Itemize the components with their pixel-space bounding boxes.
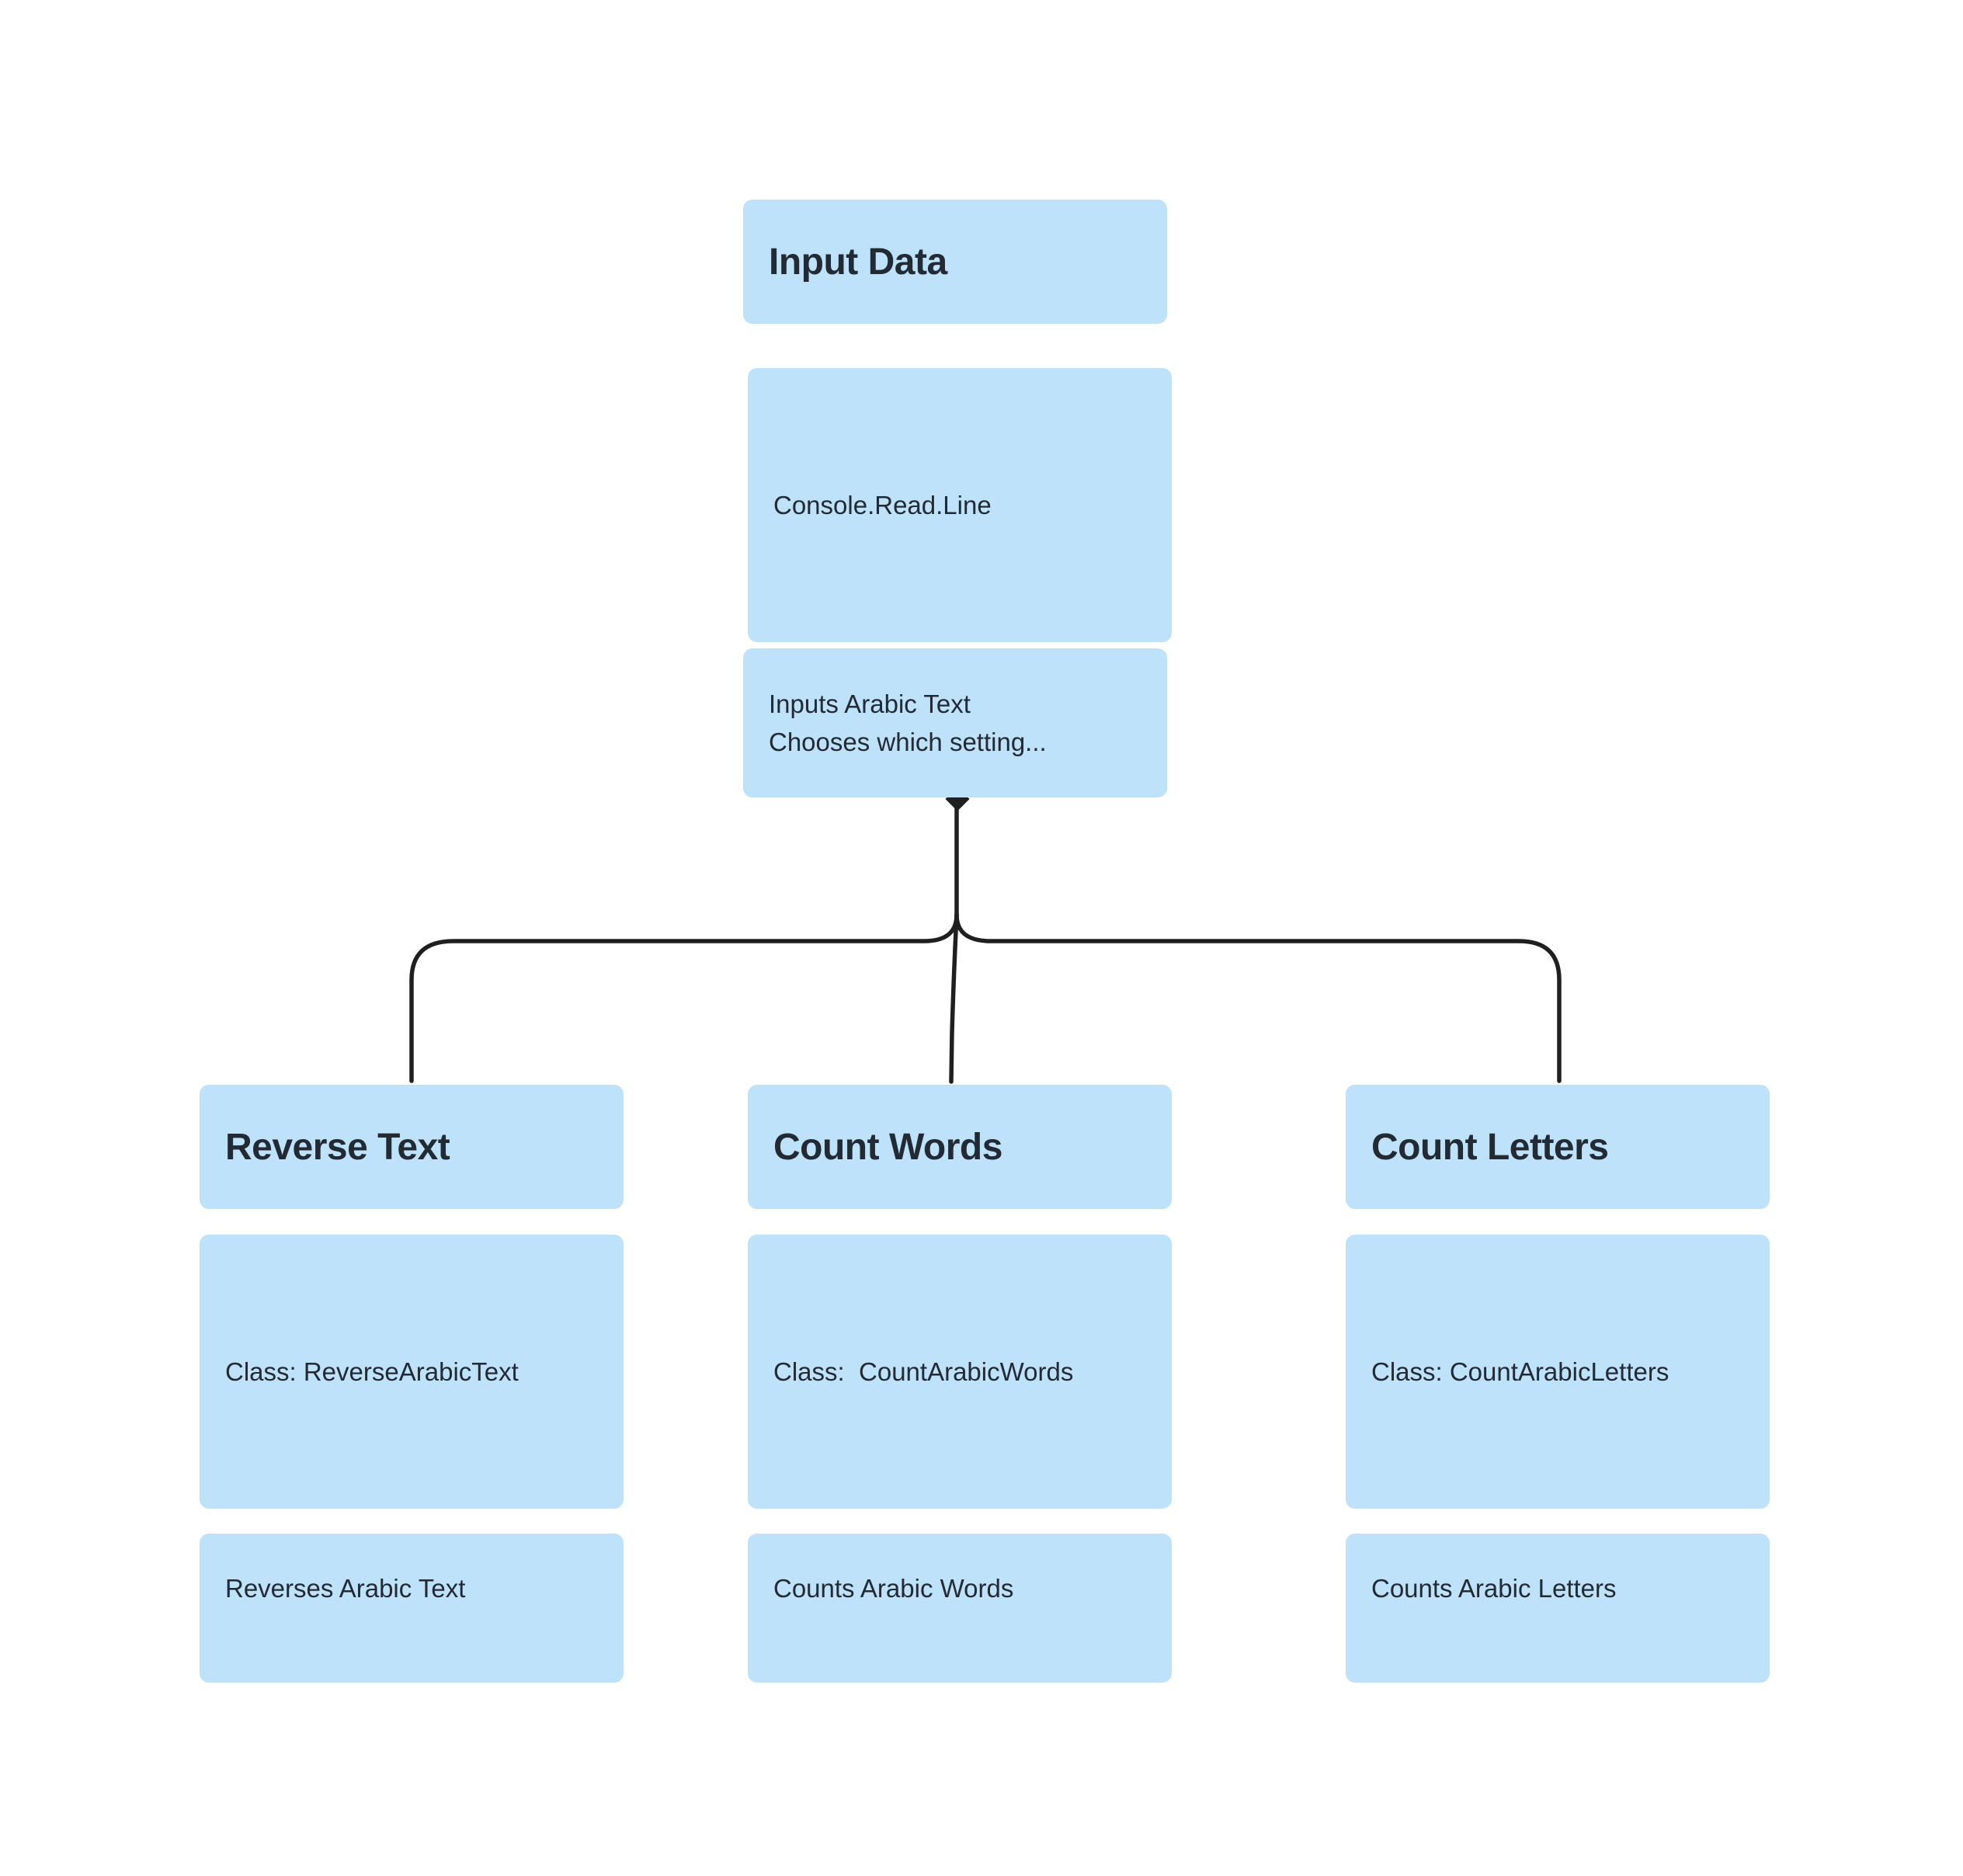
- reverse-text-class-box: Class: ReverseArabicText: [200, 1235, 624, 1509]
- input-method-box: Console.Read.Line: [748, 368, 1172, 642]
- connector-to-reverse-text: [409, 912, 959, 1083]
- count-letters-class-box: Class: CountArabicLetters: [1346, 1235, 1770, 1509]
- count-letters-description-box: Counts Arabic Letters: [1346, 1534, 1770, 1683]
- input-data-title-text: Input Data: [769, 241, 947, 283]
- input-description-line: Inputs Arabic Text: [769, 690, 971, 718]
- connector-to-count-words: [949, 912, 959, 1084]
- count-words-description: Counts Arabic Words: [773, 1574, 1014, 1603]
- count-words-class-label: Class: CountArabicWords: [773, 1357, 1074, 1386]
- count-letters-title-text: Count Letters: [1371, 1126, 1609, 1168]
- count-letters-class-label: Class: CountArabicLetters: [1371, 1357, 1669, 1386]
- reverse-text-description-box: Reverses Arabic Text: [200, 1534, 624, 1683]
- input-method-text: Console.Read.Line: [773, 490, 992, 519]
- input-data-title: Input Data: [743, 200, 1167, 324]
- count-words-title-text: Count Words: [773, 1126, 1002, 1168]
- reverse-text-title: Reverse Text: [200, 1085, 624, 1209]
- count-letters-description: Counts Arabic Letters: [1371, 1574, 1617, 1603]
- count-words-description-box: Counts Arabic Words: [748, 1534, 1172, 1683]
- input-description-line: Chooses which setting...: [769, 728, 1047, 756]
- count-words-title: Count Words: [748, 1085, 1172, 1209]
- input-description-box: Inputs Arabic Text Chooses which setting…: [743, 648, 1167, 797]
- connector-to-count-letters: [954, 912, 1562, 1083]
- reverse-text-description: Reverses Arabic Text: [225, 1574, 466, 1603]
- count-words-class-box: Class: CountArabicWords: [748, 1235, 1172, 1509]
- count-letters-title: Count Letters: [1346, 1085, 1770, 1209]
- reverse-text-title-text: Reverse Text: [225, 1126, 450, 1168]
- reverse-text-class-label: Class: ReverseArabicText: [225, 1357, 519, 1386]
